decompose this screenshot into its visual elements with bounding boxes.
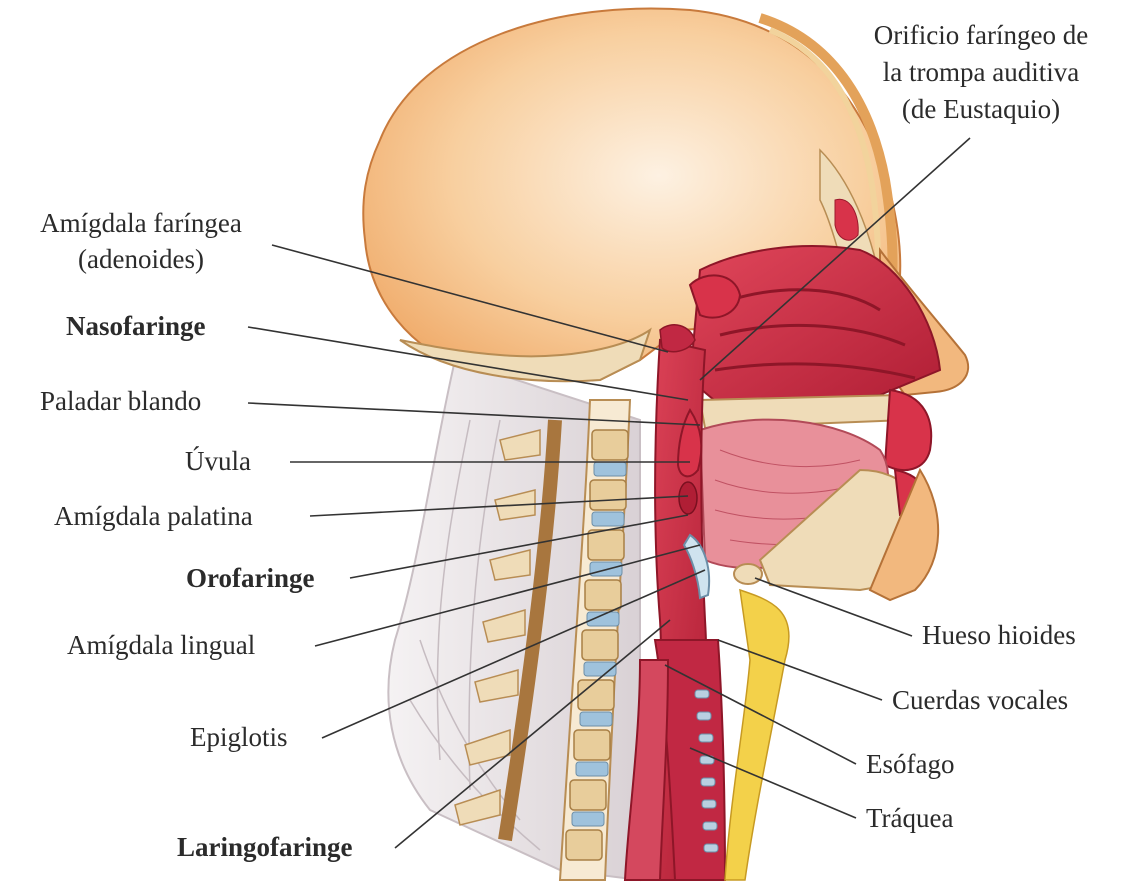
leader-cuerdas-vocales: [718, 640, 882, 700]
label-nasofaringe: Nasofaringe: [66, 311, 205, 341]
label-eustaquio-line3: (de Eustaquio): [846, 94, 1116, 124]
label-eustaquio-line2: la trompa auditiva: [846, 57, 1116, 87]
front-neck: [725, 590, 789, 880]
label-esofago: Esófago: [866, 749, 954, 779]
label-hueso-hioides: Hueso hioides: [922, 620, 1076, 650]
label-orofaringe: Orofaringe: [186, 563, 314, 593]
label-uvula: Úvula: [185, 446, 251, 476]
label-eustaquio-line1: Orificio faríngeo de: [846, 20, 1116, 50]
label-laringofaringe: Laringofaringe: [177, 832, 353, 862]
upper-lip: [885, 390, 931, 470]
label-cuerdas-vocales: Cuerdas vocales: [892, 685, 1068, 715]
palatine-tonsil: [679, 482, 697, 514]
label-adenoides-line2: (adenoides): [6, 244, 276, 274]
hyoid-bone: [734, 564, 762, 584]
label-adenoides-line1: Amígdala faríngea: [6, 208, 276, 238]
label-amigdala-palatina: Amígdala palatina: [54, 501, 253, 531]
label-traquea: Tráquea: [866, 803, 954, 833]
label-paladar-blando: Paladar blando: [40, 386, 201, 416]
label-amigdala-lingual: Amígdala lingual: [67, 630, 255, 660]
label-epiglotis: Epiglotis: [190, 722, 288, 752]
